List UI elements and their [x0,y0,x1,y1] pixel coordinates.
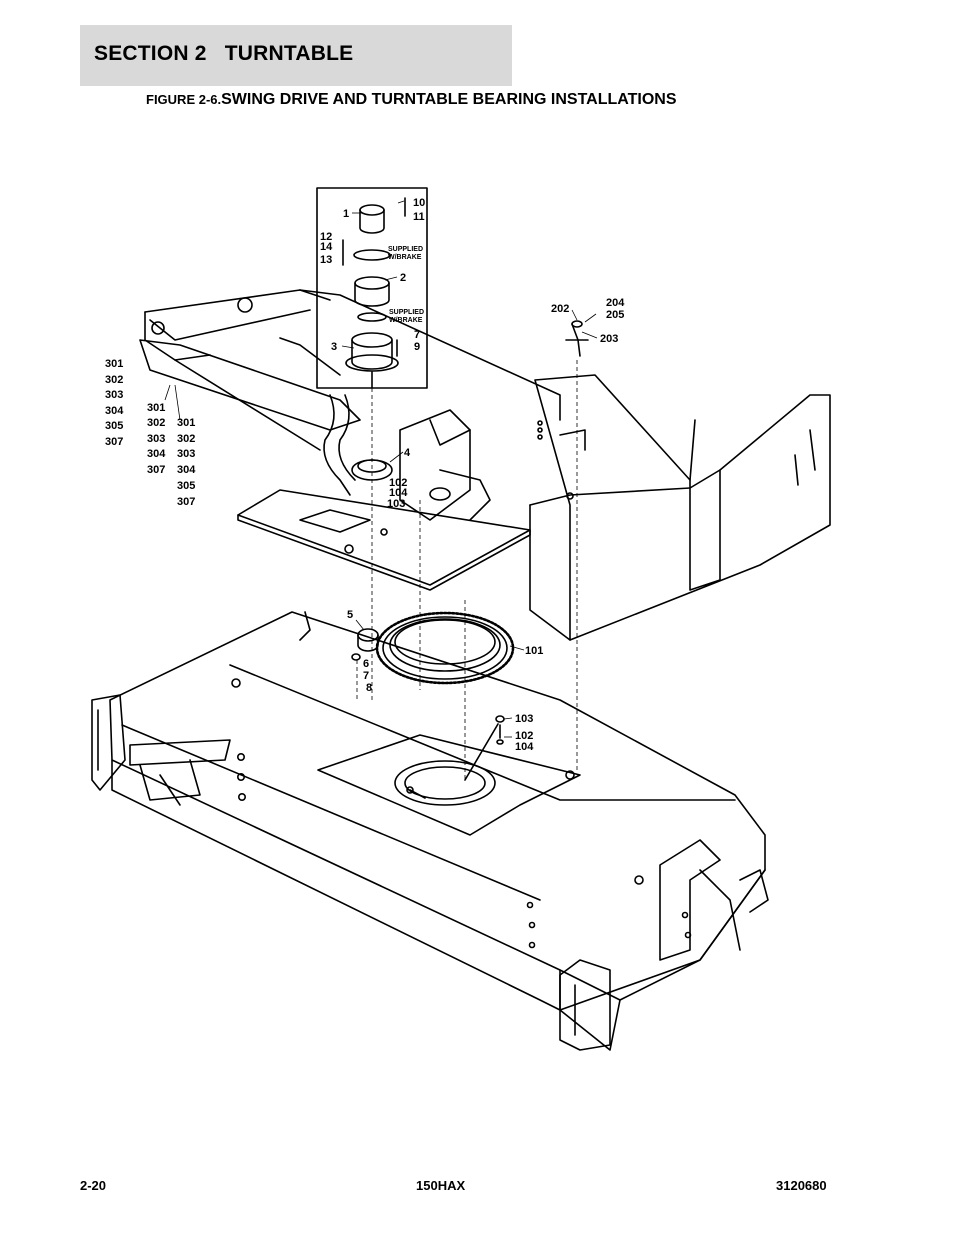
callout-102-lower: 102 [515,730,533,742]
callout-102-upper: 102 [389,477,407,489]
callout-col-a-2: 302 [105,374,123,386]
figure-name: SWING DRIVE AND TURNTABLE BEARING INSTAL… [221,91,677,108]
assembly-centerlines [356,360,578,780]
turntable-weldment [139,289,561,591]
turntable-bearing [351,611,515,685]
callout-203: 203 [600,333,618,345]
callout-col-a-4: 304 [105,405,124,417]
callout-labels: 1 10 11 12 14 13 SUPPLIED W/BRAKE 2 SUPP… [105,197,625,753]
callout-col-c-1: 301 [177,417,195,429]
callout-3: 3 [331,341,337,353]
page-number: 2-20 [80,1178,107,1193]
callout-5: 5 [347,609,353,621]
callout-supplied-brake-a: SUPPLIED [388,246,423,253]
callout-supplied-brake-b: SUPPLIED [389,309,424,316]
section-banner [80,25,512,86]
callout-col-c-3: 303 [177,448,195,460]
document-number: 3120680 [776,1178,827,1193]
counterweight [529,374,831,641]
callout-col-c-5: 305 [177,480,195,492]
swing-drive-detail [316,187,428,389]
callout-col-a-3: 303 [105,389,123,401]
figure-title: FIGURE 2-6.SWING DRIVE AND TURNTABLE BEA… [146,91,677,109]
callout-8: 8 [366,682,372,694]
breather-fitting [565,320,589,357]
callout-supplied-brake-b-2: W/BRAKE [389,317,423,324]
callout-col-c-2: 302 [177,433,195,445]
section-title: SECTION 2 TURNTABLE [94,42,354,65]
callout-205: 205 [606,309,624,321]
callout-col-b-2: 302 [147,417,165,429]
callout-col-a-5: 305 [105,420,123,432]
chassis-frame [91,611,769,1051]
callout-202: 202 [551,303,569,315]
callout-col-b-5: 307 [147,464,165,476]
callout-7-lower: 7 [363,670,369,682]
callout-104-lower: 104 [515,741,534,753]
callout-col-b-3: 303 [147,433,165,445]
callout-col-b-1: 301 [147,402,165,414]
callout-leaders [164,200,598,738]
callout-204: 204 [606,297,625,309]
callout-9: 9 [414,341,420,353]
turntable-mounting-plate [317,734,581,836]
callout-col-a-6: 307 [105,436,123,448]
callout-4: 4 [404,447,411,459]
figure-number: FIGURE 2-6. [146,92,222,107]
callout-col-b-4: 304 [147,448,166,460]
callout-col-a-1: 301 [105,358,123,370]
callout-1: 1 [343,208,349,220]
callout-col-c-4: 304 [177,464,196,476]
callout-14: 14 [320,241,333,253]
callout-11: 11 [413,211,425,223]
callout-12: 12 [320,231,332,243]
callout-101: 101 [525,645,543,657]
callout-2: 2 [400,272,406,284]
callout-103-lower: 103 [515,713,533,725]
model-name: 150HAX [416,1178,466,1193]
callout-supplied-brake-a-2: W/BRAKE [388,254,422,261]
callout-col-c-6: 307 [177,496,195,508]
callout-104-upper: 104 [389,487,408,499]
callout-6: 6 [363,658,369,670]
callout-13: 13 [320,254,332,266]
callout-7-top: 7 [414,329,420,341]
callout-10: 10 [413,197,425,209]
callout-103-upper: 103 [387,498,405,510]
